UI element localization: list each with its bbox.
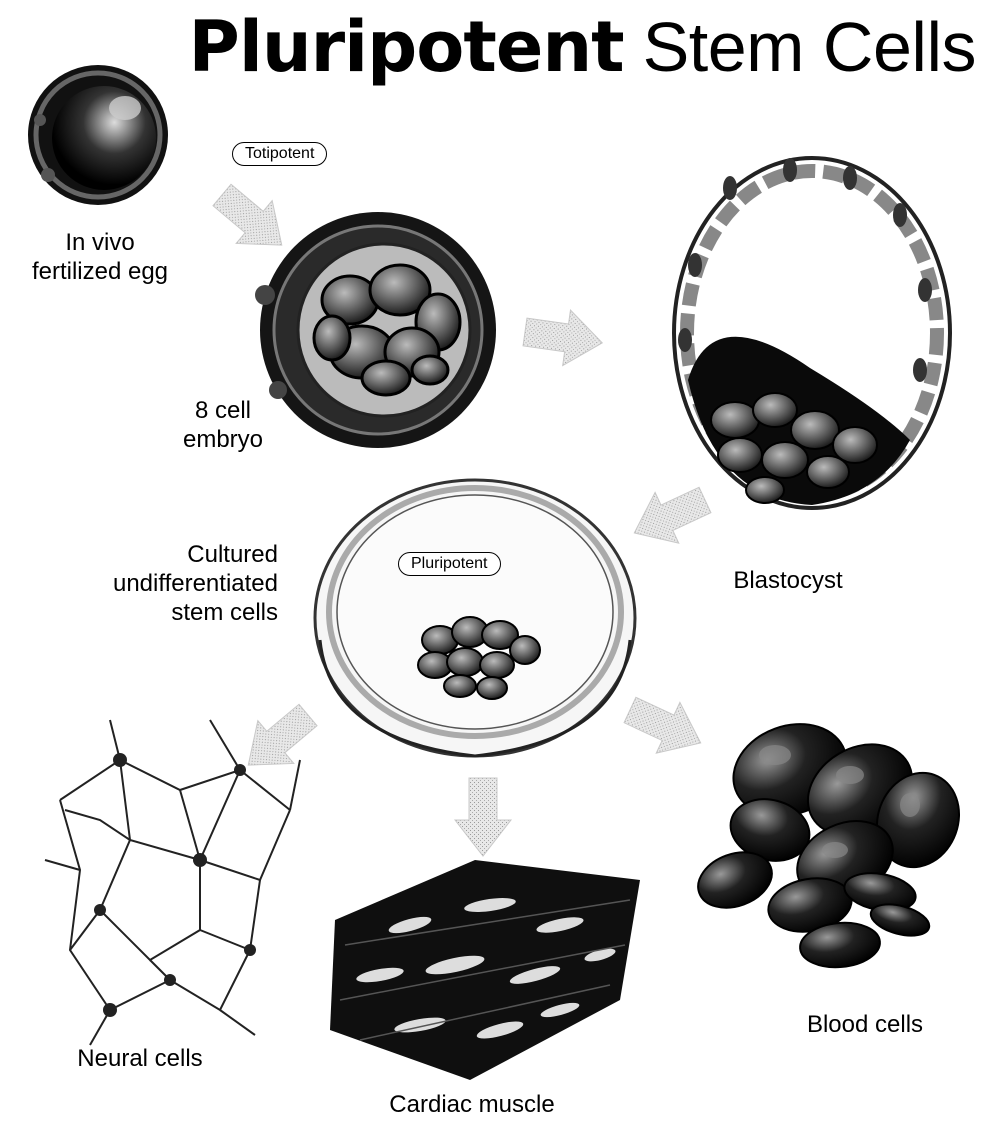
label-neural-cells: Neural cells [40,1044,240,1073]
arrow-icon [204,174,300,267]
label-line: In vivo [10,228,190,257]
label-cardiac-muscle: Cardiac muscle [362,1090,582,1119]
label-line: stem cells [58,598,278,627]
eight-cell-embryo-illustration [255,212,496,448]
label-blastocyst: Blastocyst [708,566,868,595]
page-title: Pluripotent Stem Cells [0,6,990,88]
label-line: fertilized egg [10,257,190,286]
label-line: embryo [168,425,278,454]
label-cultured-stem-cells: Cultured undifferentiated stem cells [58,540,278,627]
petri-dish-illustration [315,480,635,756]
arrow-icon [455,778,511,856]
label-line: 8 cell [168,396,278,425]
arrow-icon [521,304,606,370]
blood-cells-illustration [690,709,972,971]
label-line: undifferentiated [58,569,278,598]
label-fertilized-egg: In vivo fertilized egg [10,228,190,286]
arrow-icon [618,685,712,769]
title-bold-part: Pluripotent [189,6,624,88]
label-blood-cells: Blood cells [780,1010,950,1039]
label-line: Cultured [58,540,278,569]
neural-cells-illustration [45,720,300,1045]
title-regular-part: Stem Cells [643,8,976,86]
cardiac-muscle-illustration [330,860,640,1080]
blastocyst-illustration [674,158,950,508]
totipotent-badge: Totipotent [232,142,327,166]
neural-cells-illustration [94,753,256,1017]
label-8-cell-embryo: 8 cell embryo [168,396,278,454]
arrow-icon [622,475,716,559]
pluripotent-badge: Pluripotent [398,552,501,576]
